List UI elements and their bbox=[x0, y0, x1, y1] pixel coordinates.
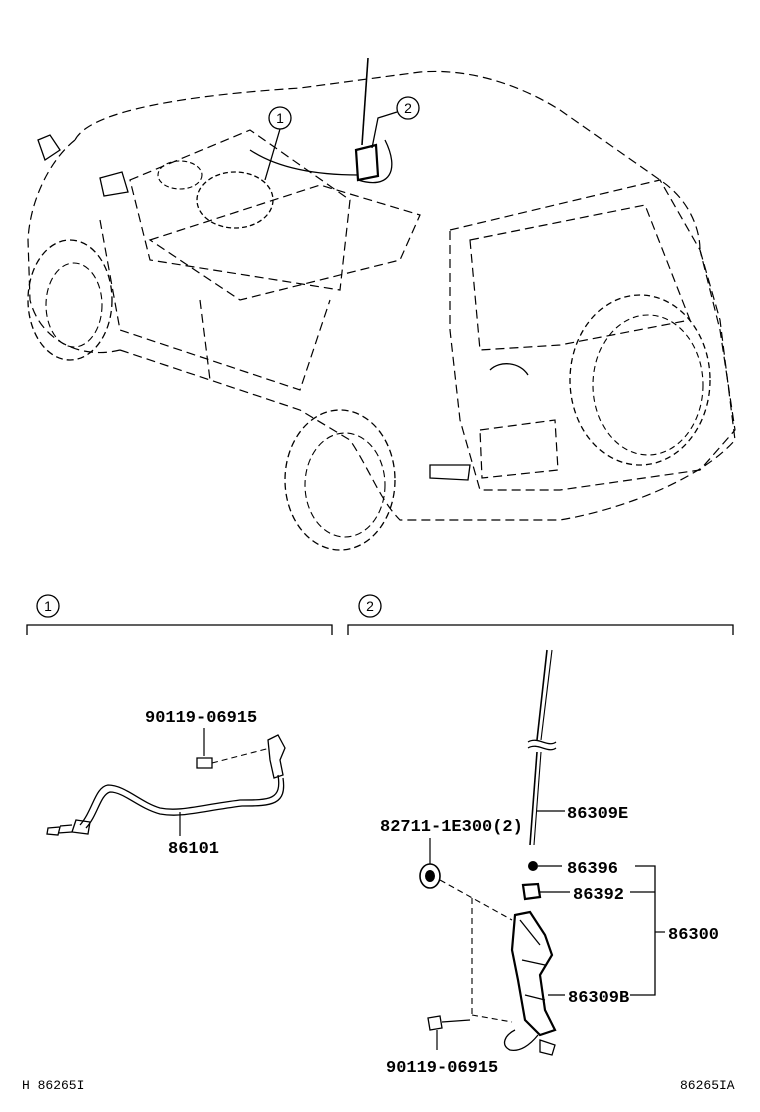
vehicle-illustration bbox=[27, 57, 736, 551]
label-antenna-rod: 86309E bbox=[567, 805, 628, 824]
section-2-marker: 2 bbox=[366, 598, 374, 614]
label-bolt-section1: 90119-06915 bbox=[145, 709, 257, 728]
label-antenna-base: 86309B bbox=[568, 989, 629, 1008]
footer-left-code: H 86265I bbox=[22, 1078, 84, 1093]
antenna-cord-assembly bbox=[46, 728, 286, 836]
section-2-header: 2 bbox=[347, 594, 734, 635]
antenna-pole-assembly bbox=[419, 649, 665, 1056]
callout-1-label: 1 bbox=[276, 110, 284, 126]
callout-2-label: 2 bbox=[404, 100, 412, 116]
footer-right-code: 86265IA bbox=[680, 1078, 735, 1093]
label-clip: 82711-1E300(2) bbox=[380, 818, 523, 837]
label-antenna-cord: 86101 bbox=[168, 840, 219, 859]
section-1-marker: 1 bbox=[44, 598, 52, 614]
label-nut: 86396 bbox=[567, 860, 618, 879]
callout-1: 1 bbox=[264, 106, 292, 181]
label-cap: 86392 bbox=[573, 886, 624, 905]
label-bolt-section2: 90119-06915 bbox=[386, 1059, 498, 1078]
section-1-header: 1 bbox=[26, 594, 333, 635]
callout-2: 2 bbox=[371, 96, 420, 149]
label-antenna-assy: 86300 bbox=[668, 926, 719, 945]
